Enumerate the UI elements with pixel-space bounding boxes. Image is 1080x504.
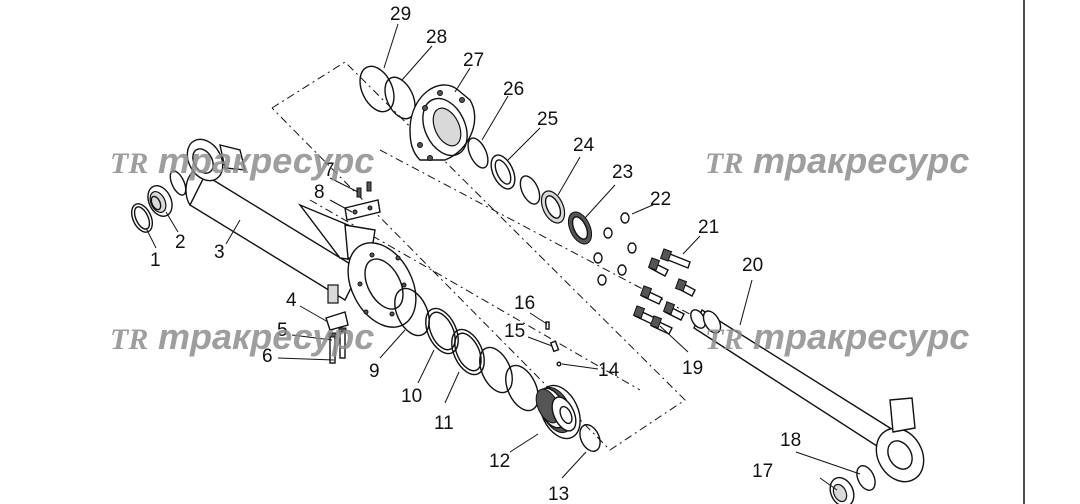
watermark-top-right: TR тракресурс (705, 140, 969, 181)
callout-23: 23 (612, 162, 633, 183)
callout-6: 6 (262, 346, 273, 367)
callout-1: 1 (150, 250, 161, 271)
callout-15: 15 (504, 321, 525, 342)
callout-26: 26 (503, 79, 524, 100)
part-25-rod-seal (490, 154, 516, 190)
callout-14: 14 (598, 360, 620, 381)
part-7-grease-fittings (356, 181, 372, 198)
part-3-cylinder-tube (185, 138, 376, 304)
callout-7: 7 (324, 160, 335, 181)
callout-21: 21 (698, 217, 719, 238)
watermark-bottom-left: TR тракресурс (110, 316, 374, 357)
callout-16: 16 (514, 293, 535, 314)
assembly-axis-line-upper (379, 149, 721, 331)
callout-29: 29 (390, 4, 411, 25)
assembly-boundary-line (271, 61, 686, 451)
part-9-o-ring (394, 287, 430, 337)
part-13-o-ring (579, 424, 601, 452)
watermark-bottom-right: TR тракресурс (705, 316, 969, 357)
part-3-tube-flange (347, 242, 417, 328)
part-22-washers (593, 212, 637, 286)
part-12-piston (535, 384, 581, 440)
callout-19: 19 (682, 358, 703, 379)
part-27-cylinder-head (409, 84, 476, 161)
callout-9: 9 (369, 361, 380, 382)
part-seal-ring-a (479, 346, 513, 394)
part-20-piston-rod (690, 308, 925, 483)
callout-27: 27 (463, 50, 484, 71)
part-wiper-ring (519, 175, 541, 205)
callout-10: 10 (401, 386, 422, 407)
part-26-seal (467, 137, 489, 169)
part-seal-ring-b (505, 364, 539, 412)
part-2-bushing (147, 185, 173, 217)
callout-3: 3 (214, 242, 225, 263)
part-16-plug (545, 321, 550, 330)
part-14-ball (556, 361, 562, 367)
callout-2: 2 (175, 232, 186, 253)
watermark-text: тракресурс (158, 140, 374, 181)
watermark-top-left: TR тракресурс (110, 140, 374, 181)
watermark-logo: TR (110, 323, 148, 356)
callout-5: 5 (277, 320, 288, 341)
watermark-logo: TR (110, 147, 148, 180)
part-28-backup-ring (384, 76, 416, 120)
watermark-logo: TR (705, 147, 743, 180)
callout-11: 11 (434, 413, 454, 434)
part-11-seal (451, 328, 485, 376)
leader-lines (145, 23, 861, 491)
callout-8: 8 (314, 182, 325, 203)
watermark-logo: TR (705, 323, 743, 356)
watermark-text: тракресурс (158, 316, 374, 357)
part-19-bolts (632, 285, 685, 335)
part-15-set-screw (549, 340, 560, 353)
part-4-clamp (325, 311, 349, 331)
part-10-seal (425, 307, 459, 355)
part-17-bushing (829, 476, 855, 504)
part-5-6-bolts (328, 327, 347, 364)
callout-20: 20 (742, 255, 763, 276)
callout-17: 17 (752, 461, 773, 482)
part-29-o-ring (359, 65, 395, 113)
callout-22: 22 (650, 189, 671, 210)
callout-18: 18 (780, 430, 801, 451)
part-21-bolts (647, 248, 696, 297)
part-18-seal-ring (856, 465, 876, 491)
callout-28: 28 (426, 27, 447, 48)
callout-24: 24 (573, 135, 595, 156)
watermark-text: тракресурс (753, 140, 969, 181)
part-seal-ring-small (169, 170, 187, 196)
callout-25: 25 (537, 109, 558, 130)
watermark-text: тракресурс (753, 316, 969, 357)
callout-13: 13 (548, 484, 569, 504)
part-8-clamp-plate (344, 199, 381, 221)
callout-12: 12 (489, 451, 510, 472)
callout-4: 4 (286, 290, 297, 311)
